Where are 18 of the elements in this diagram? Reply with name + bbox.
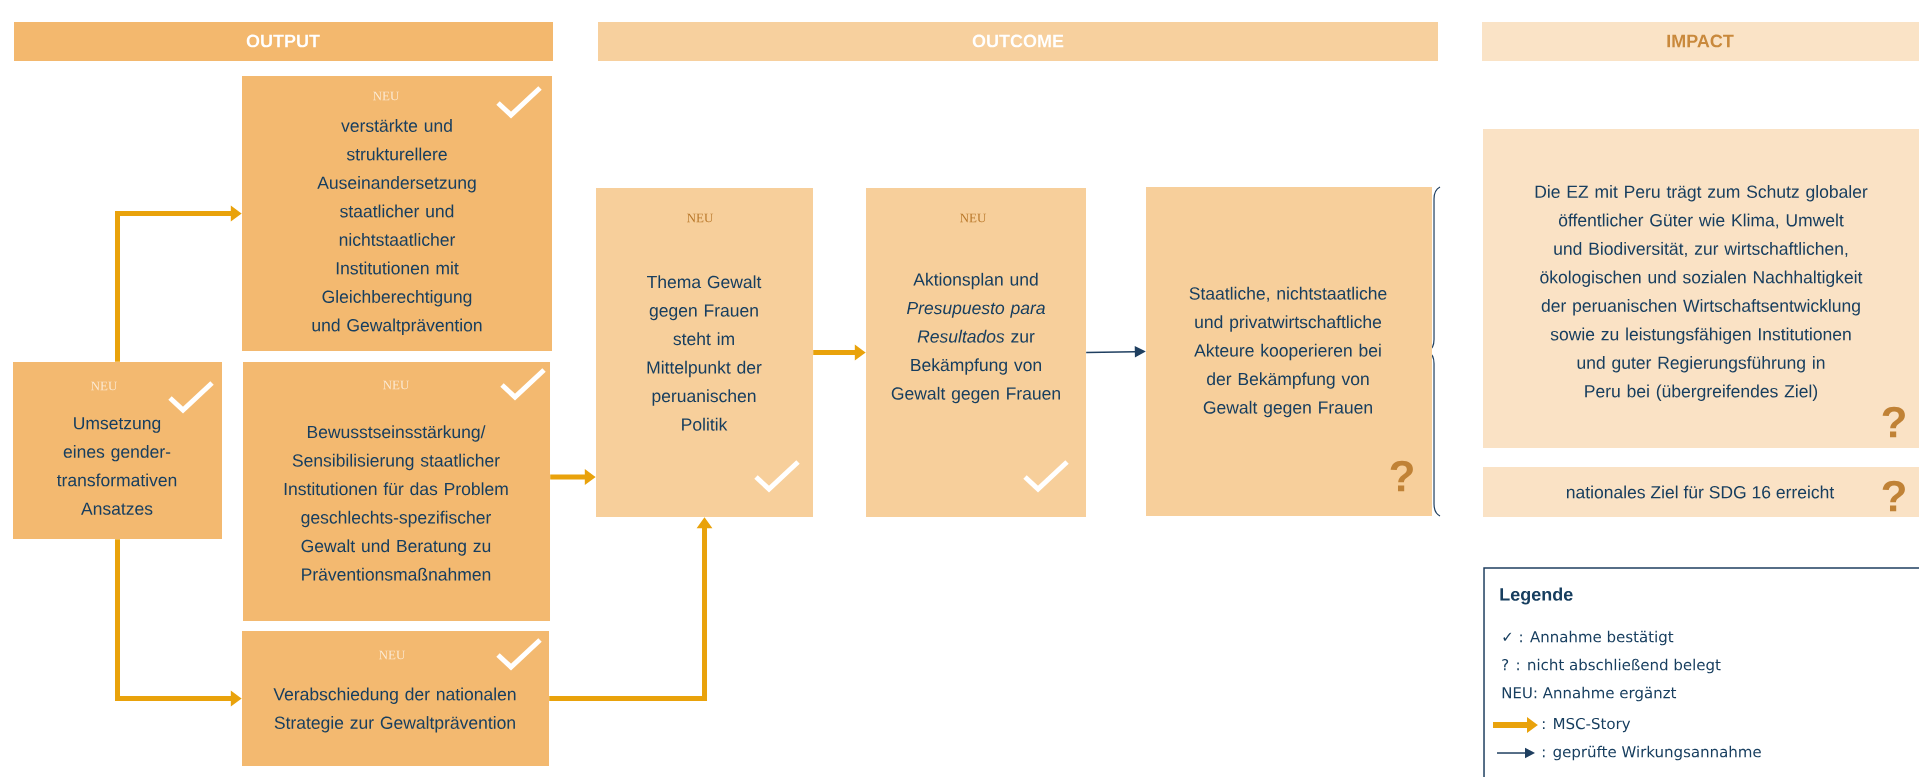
question-mark: ? — [1882, 480, 1905, 512]
header-band: OUTPUT — [14, 22, 553, 61]
question-mark: ? — [1390, 460, 1413, 492]
header-band: IMPACT — [1482, 22, 1919, 61]
question-mark: ? — [1882, 406, 1905, 438]
new-tag: NEU — [373, 91, 400, 101]
new-tag: NEU — [960, 213, 987, 223]
legend-entry: ? : nicht abschließend belegt — [1502, 658, 1721, 674]
new-tag: NEU — [379, 650, 406, 660]
new-tag: NEU — [91, 381, 118, 391]
new-tag: NEU — [687, 213, 714, 223]
legend-entry: ✓ : Annahme bestätigt — [1503, 630, 1674, 646]
new-tag: NEU — [383, 380, 410, 390]
header-band: OUTCOME — [598, 22, 1438, 61]
legend-entry: : MSC-Story — [1542, 717, 1631, 733]
legend-title: Legende — [1500, 587, 1573, 605]
legend-entry: NEU: Annahme ergänzt — [1502, 686, 1677, 702]
legend-entry: : geprüfte Wirkungsannahme — [1542, 745, 1761, 761]
